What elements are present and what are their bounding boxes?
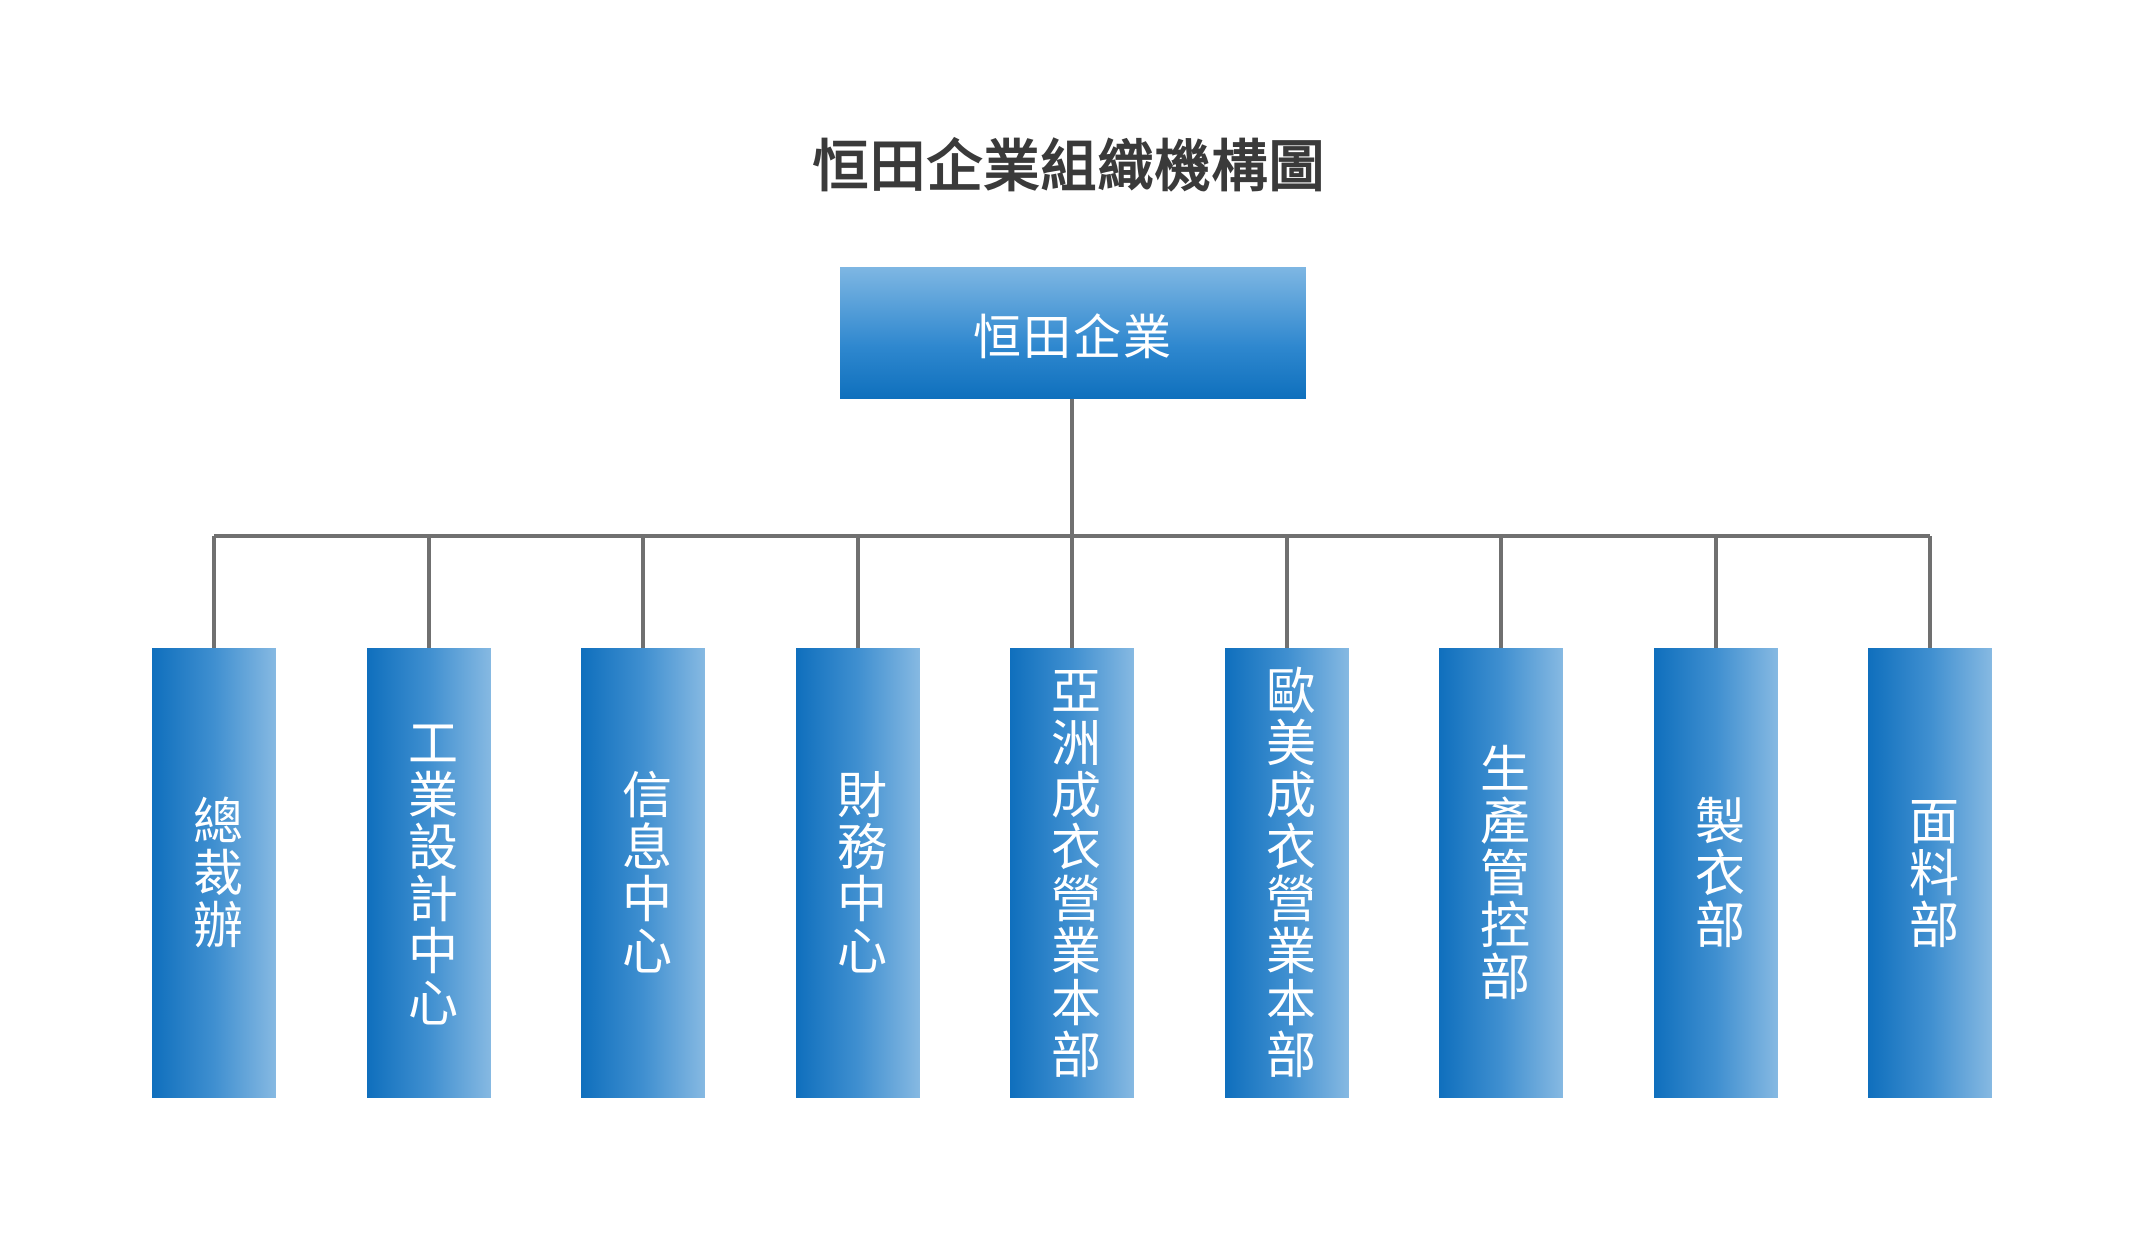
- department-node: 製衣部: [1654, 648, 1778, 1098]
- department-node: 工業設計中心: [367, 648, 491, 1098]
- department-node: 面料部: [1868, 648, 1992, 1098]
- department-label: 製衣部: [1687, 795, 1745, 951]
- department-label: 亞洲成衣營業本部: [1043, 665, 1101, 1081]
- root-node: 恒田企業: [840, 267, 1306, 399]
- department-label: 歐美成衣營業本部: [1258, 665, 1316, 1081]
- department-label: 工業設計中心: [400, 717, 458, 1029]
- department-node: 亞洲成衣營業本部: [1010, 648, 1134, 1098]
- chart-title: 恒田企業組織機構圖: [812, 135, 1326, 200]
- root-node-label: 恒田企業: [972, 310, 1173, 366]
- department-node: 財務中心: [796, 648, 920, 1098]
- department-node: 歐美成衣營業本部: [1225, 648, 1349, 1098]
- department-label: 面料部: [1901, 795, 1959, 951]
- department-node: 生產管控部: [1439, 648, 1563, 1098]
- department-label: 總裁辦: [185, 795, 243, 951]
- department-node: 總裁辦: [152, 648, 276, 1098]
- department-label: 生產管控部: [1472, 743, 1530, 1003]
- department-label: 財務中心: [829, 769, 887, 977]
- department-node: 信息中心: [581, 648, 705, 1098]
- department-label: 信息中心: [614, 769, 672, 977]
